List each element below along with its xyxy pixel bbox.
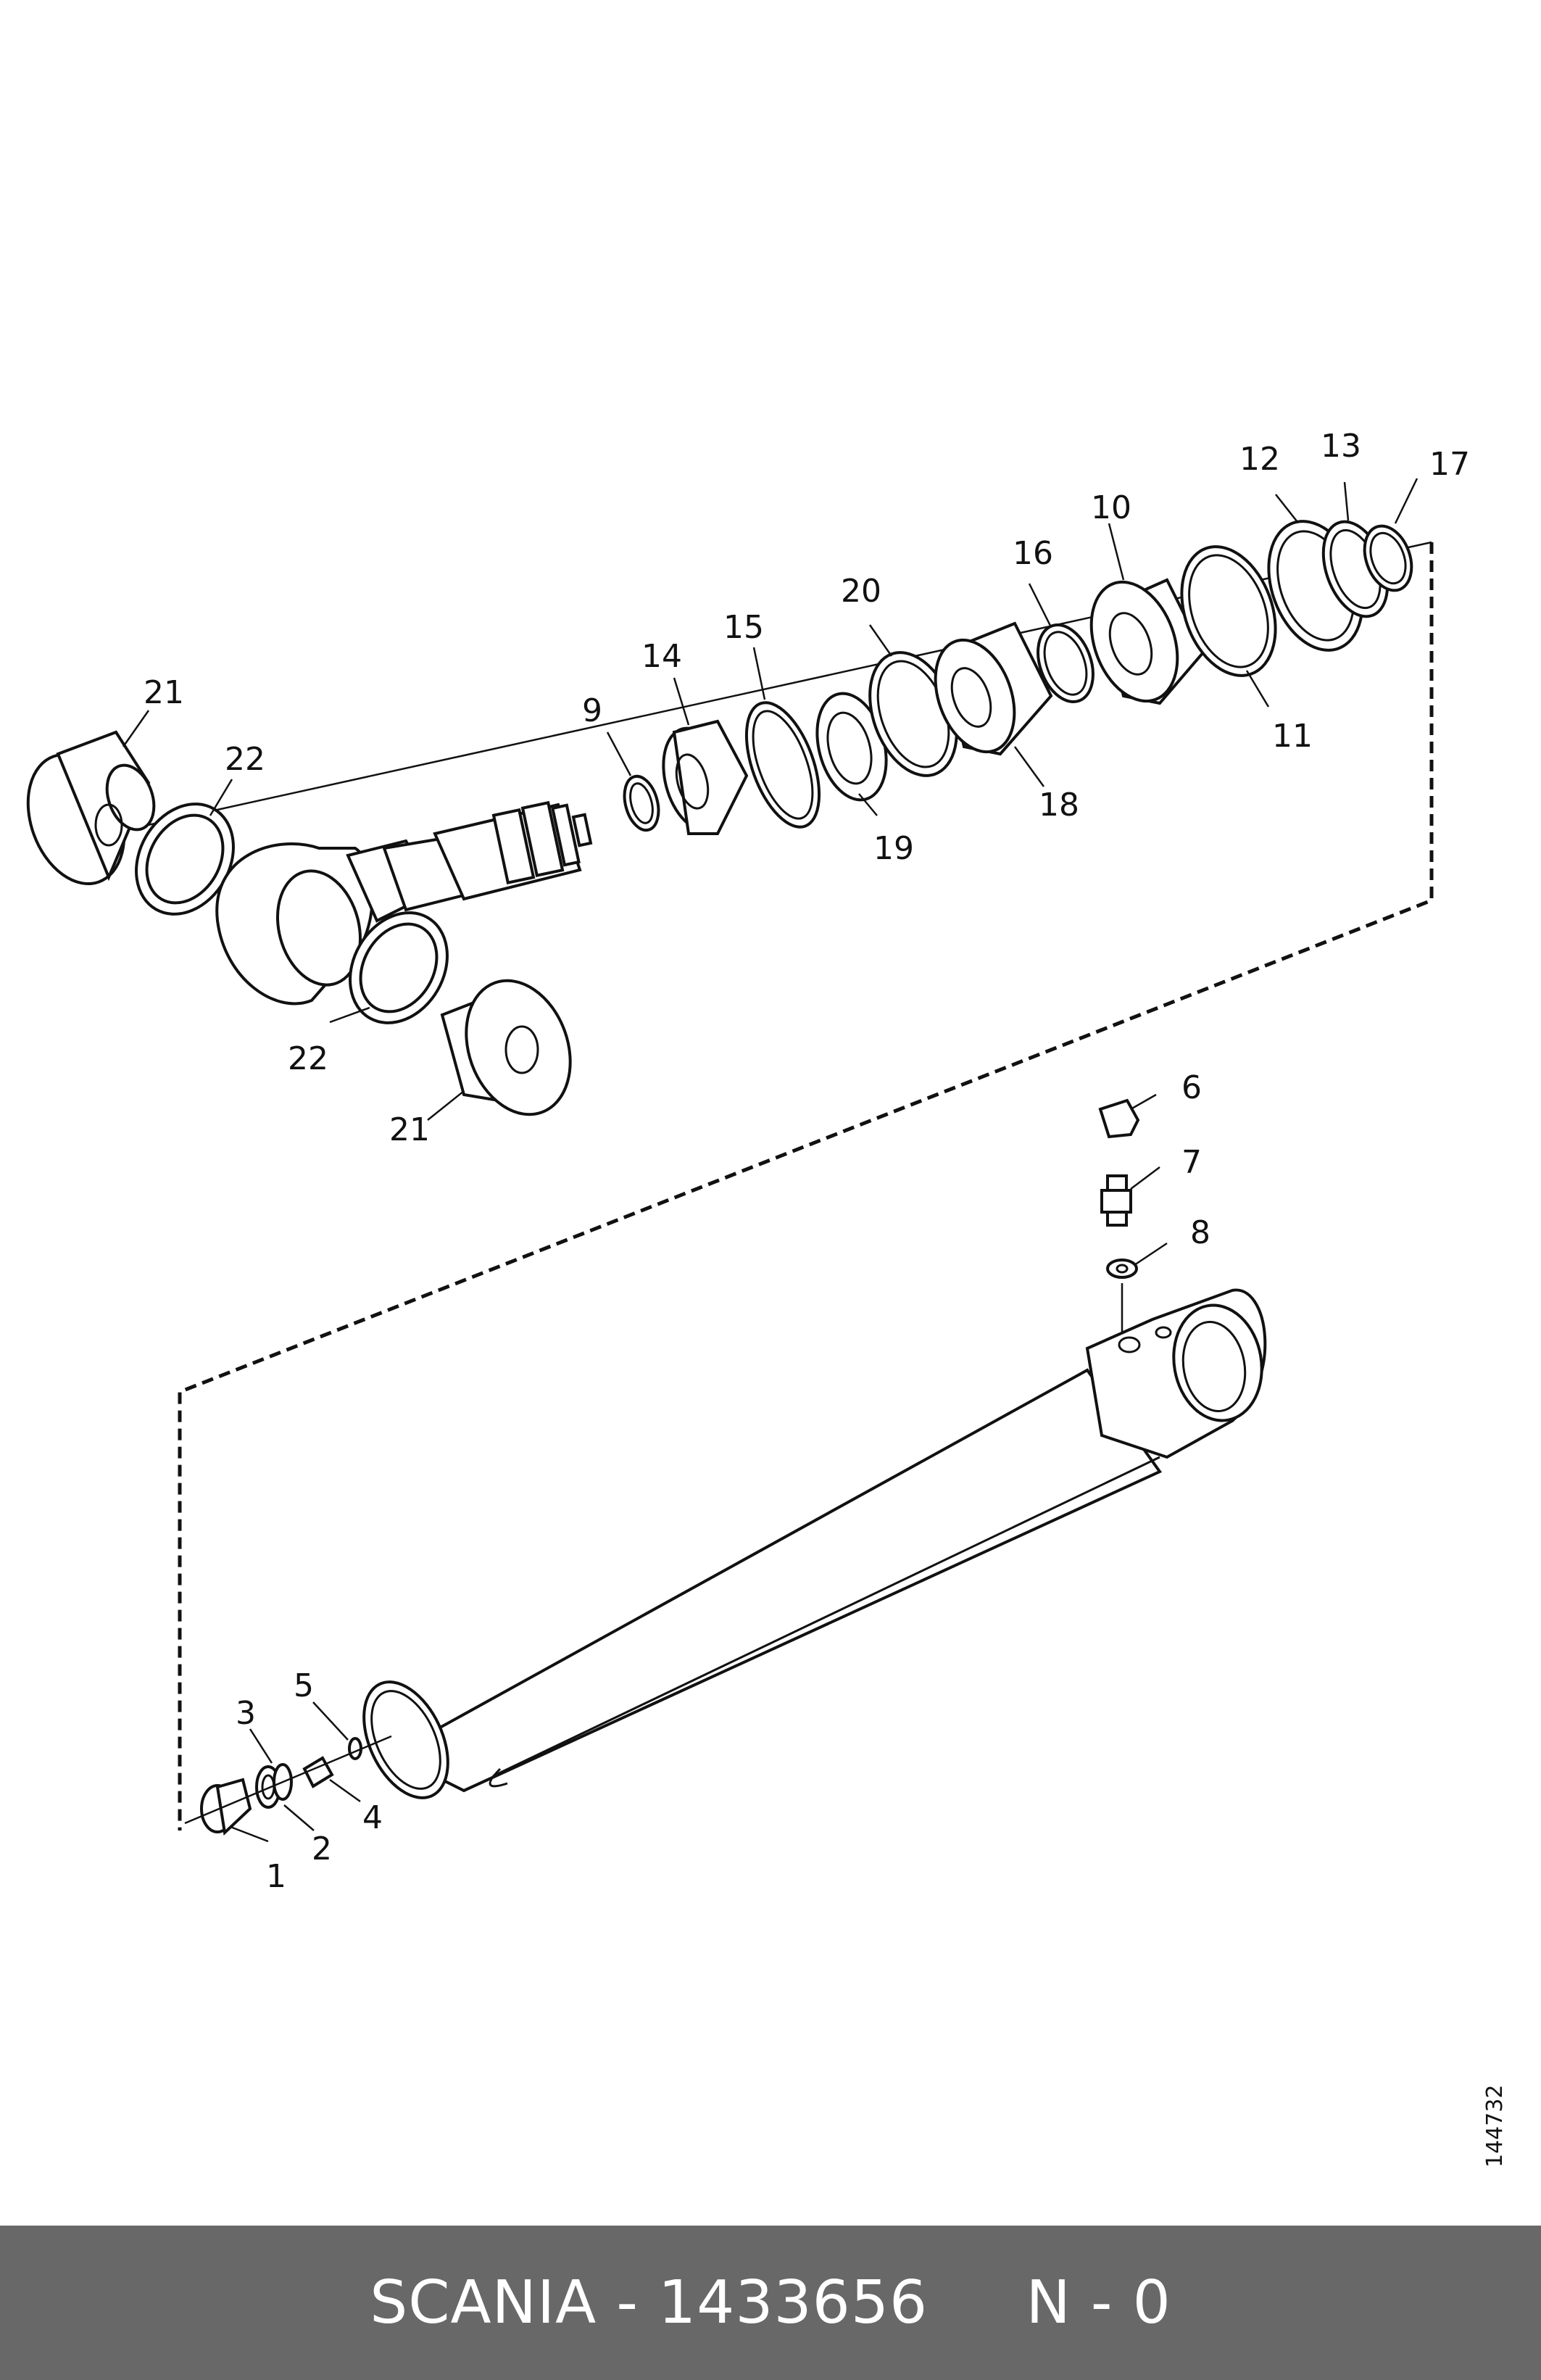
assembly-dashed-guide [178,542,1434,1830]
callout-13: 13 [1321,428,1361,465]
part-10-seal-body [1089,578,1205,705]
part-15-snap-ring [744,701,821,829]
part-17-ring [1363,524,1413,592]
callout-3: 3 [236,1695,256,1732]
callout-7: 7 [1181,1144,1202,1181]
part-8-washer [1106,1259,1138,1279]
callout-21-upper: 21 [144,674,184,711]
part-16-o-ring [1037,623,1095,704]
part-1-plug [200,1778,252,1836]
part-21-upper-bushing [26,730,156,886]
callout-18: 18 [1039,787,1079,824]
footer-banner: SCANIA - 1433656 N - 0 [0,2226,1541,2380]
callout-9: 9 [582,692,602,729]
callout-1: 1 [266,1858,286,1895]
callout-20: 20 [841,573,881,610]
callout-8: 8 [1190,1214,1210,1251]
callout-11: 11 [1272,718,1313,755]
rod-eye-body [215,835,466,1006]
callout-6: 6 [1181,1069,1202,1106]
part-7-grease-nipple [1100,1174,1132,1227]
exploded-parts-diagram: 21 22 22 21 9 14 15 20 16 10 12 13 17 11… [26,428,1470,1895]
callout-5: 5 [294,1667,314,1704]
callout-10: 10 [1091,489,1131,526]
part-5-o-ring [348,1737,362,1760]
callout-19: 19 [873,830,914,867]
lower-axis-line [184,1735,392,1825]
leader-lines [122,478,1419,1843]
part-22-lower-ring [349,911,449,1024]
callout-21-lower: 21 [389,1111,430,1148]
callout-22-upper: 22 [225,741,265,778]
callout-22-lower: 22 [288,1040,328,1077]
drawing-id-label: 144732 [1482,2084,1508,2168]
cylinder-tube [362,1288,1267,1799]
callout-15: 15 [723,609,764,646]
callout-16: 16 [1013,535,1053,572]
piston-rod [433,800,593,901]
footer-part-number: SCANIA - 1433656 N - 0 [370,2268,1171,2337]
callout-14: 14 [641,638,682,675]
part-18-piston [934,621,1053,756]
part-6-cap [1098,1098,1140,1139]
callout-12: 12 [1239,441,1280,478]
callout-4: 4 [362,1799,383,1836]
part-11-ring [1180,545,1277,677]
callout-17: 17 [1429,446,1470,483]
part-9-o-ring [623,774,660,832]
part-14-guide [662,719,749,835]
part-21-lower-bushing [440,979,572,1116]
callout-2: 2 [312,1830,332,1867]
